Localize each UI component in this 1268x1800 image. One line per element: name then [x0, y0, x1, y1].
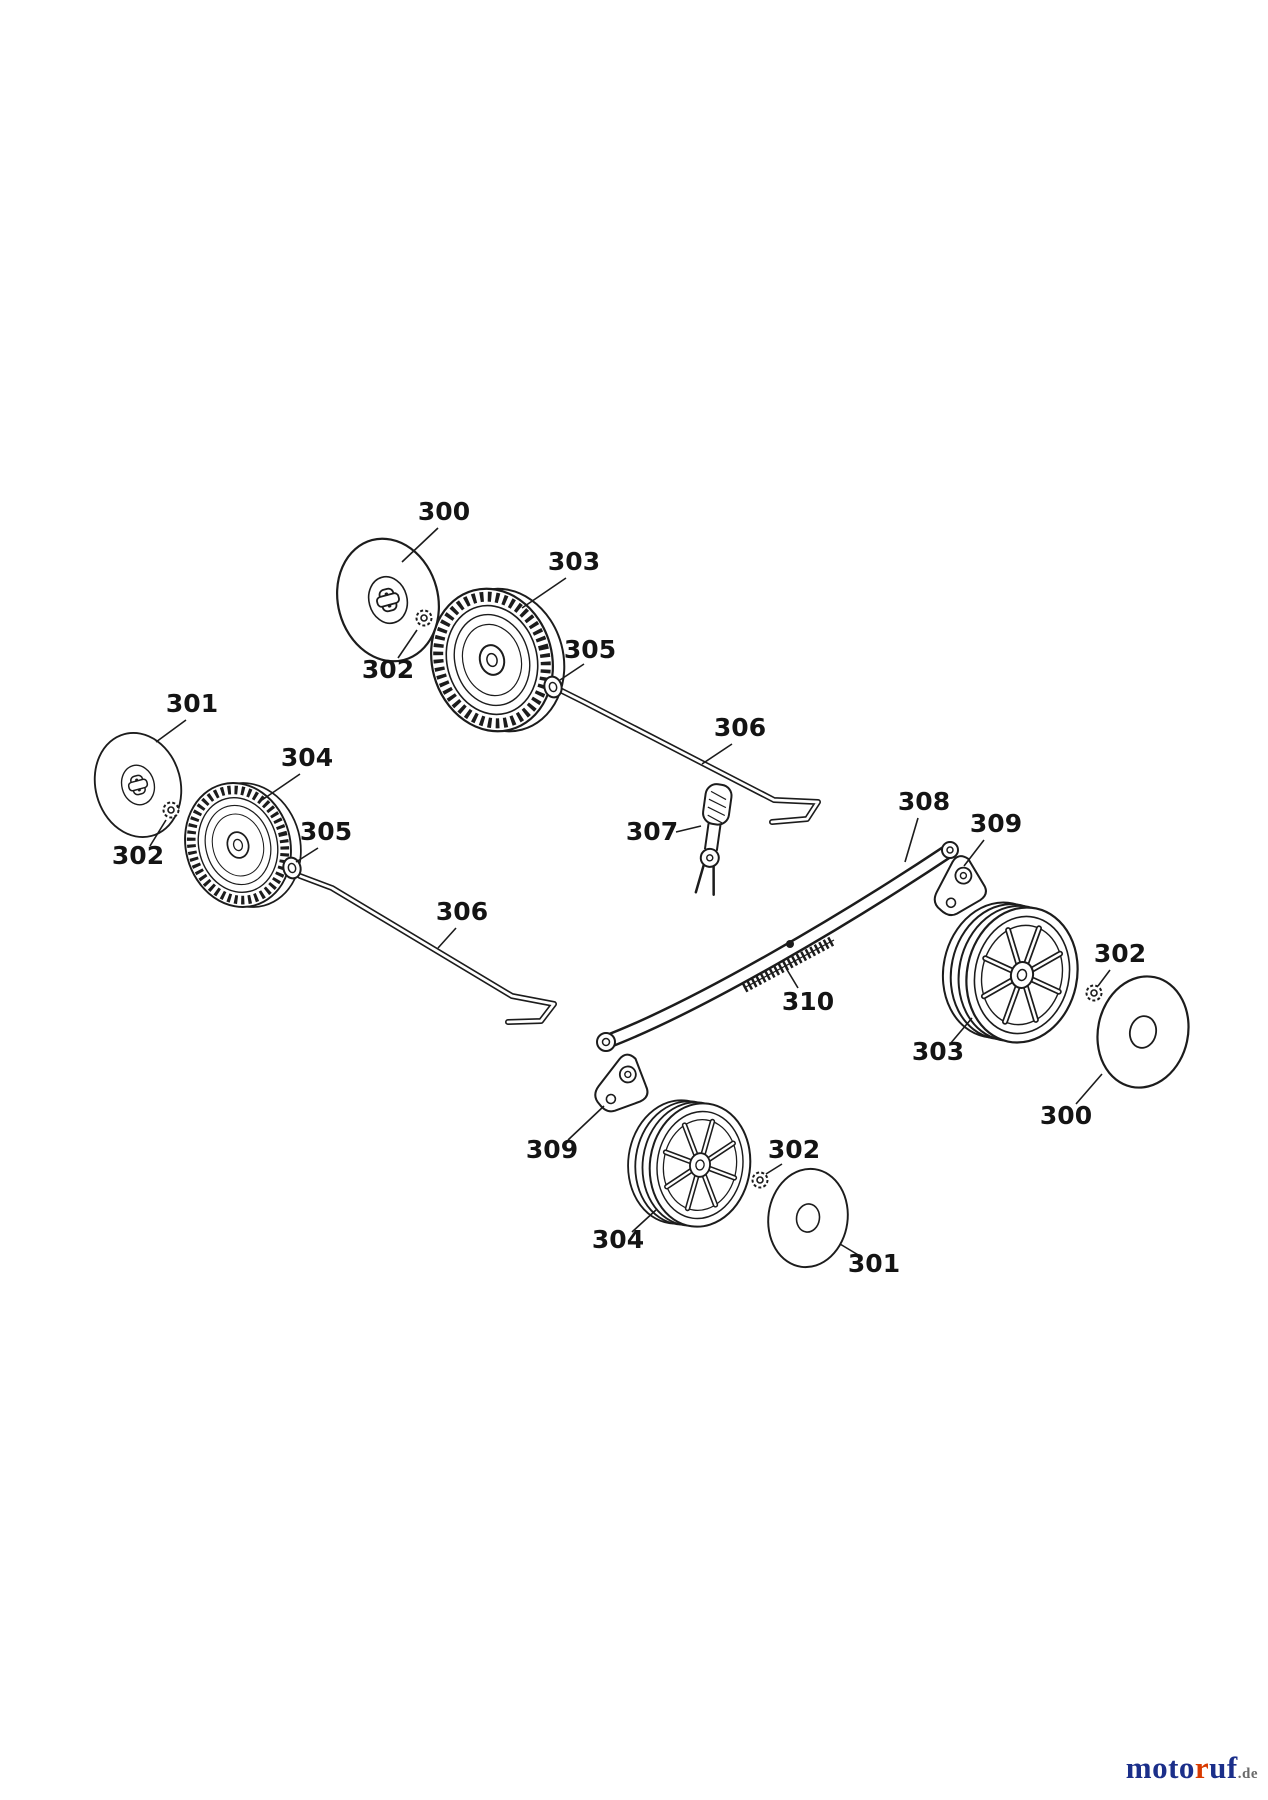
adjust-lever-307 [694, 783, 733, 896]
callout-302-bottom: 302 [768, 1135, 820, 1164]
hubcap-301-left [82, 722, 194, 848]
brand-text-r: r [1194, 1750, 1210, 1785]
callout-308: 308 [898, 787, 950, 816]
callout-301-bottom: 301 [848, 1249, 900, 1278]
frame-arm-308 [596, 841, 959, 1052]
callout-305-top: 305 [564, 635, 616, 664]
brand-watermark: motoruf.de [1126, 1750, 1258, 1786]
axle-rod-306-upper [553, 685, 821, 825]
callout-302-top: 302 [362, 655, 414, 684]
wheel-303-right [931, 892, 1090, 1053]
callout-302-right: 302 [1094, 939, 1146, 968]
fastener-302-right [1085, 984, 1103, 1002]
hubcap-300-right [1086, 966, 1200, 1098]
callout-306-upper: 306 [714, 713, 766, 742]
callout-309-right: 309 [970, 809, 1022, 838]
callout-304-left: 304 [281, 743, 333, 772]
threaded-rod-310 [741, 935, 837, 993]
fastener-302-bottom [751, 1171, 769, 1189]
callout-305-left: 305 [300, 817, 352, 846]
callout-303-right: 303 [912, 1037, 964, 1066]
callout-304-bottom: 304 [592, 1225, 644, 1254]
callout-307: 307 [626, 817, 678, 846]
callout-309-bottom: 309 [526, 1135, 578, 1164]
callout-310: 310 [782, 987, 834, 1016]
wheel-304-bottom [620, 1094, 758, 1234]
bracket-309-bottom [590, 1052, 650, 1114]
callout-306-lower: 306 [436, 897, 488, 926]
brand-text-moto: moto [1125, 1750, 1195, 1785]
callout-301-left: 301 [166, 689, 218, 718]
fastener-302-left [162, 801, 180, 819]
wheel-303-top [415, 572, 580, 748]
hubcap-301-bottom [760, 1162, 856, 1274]
callout-300-right: 300 [1040, 1101, 1092, 1130]
wheel-304-left [171, 769, 314, 922]
callout-300-top: 300 [418, 497, 470, 526]
axle-rod-306-lower [297, 873, 557, 1025]
leader-lines [149, 527, 1111, 1257]
callout-302-left: 302 [112, 841, 164, 870]
brand-text-uf: uf [1209, 1750, 1238, 1785]
callouts: 300 303 302 305 301 304 302 305 306 306 … [112, 497, 1146, 1278]
fastener-302-top [415, 609, 433, 627]
brand-text-tld: .de [1237, 1766, 1258, 1782]
callout-303-top: 303 [548, 547, 600, 576]
